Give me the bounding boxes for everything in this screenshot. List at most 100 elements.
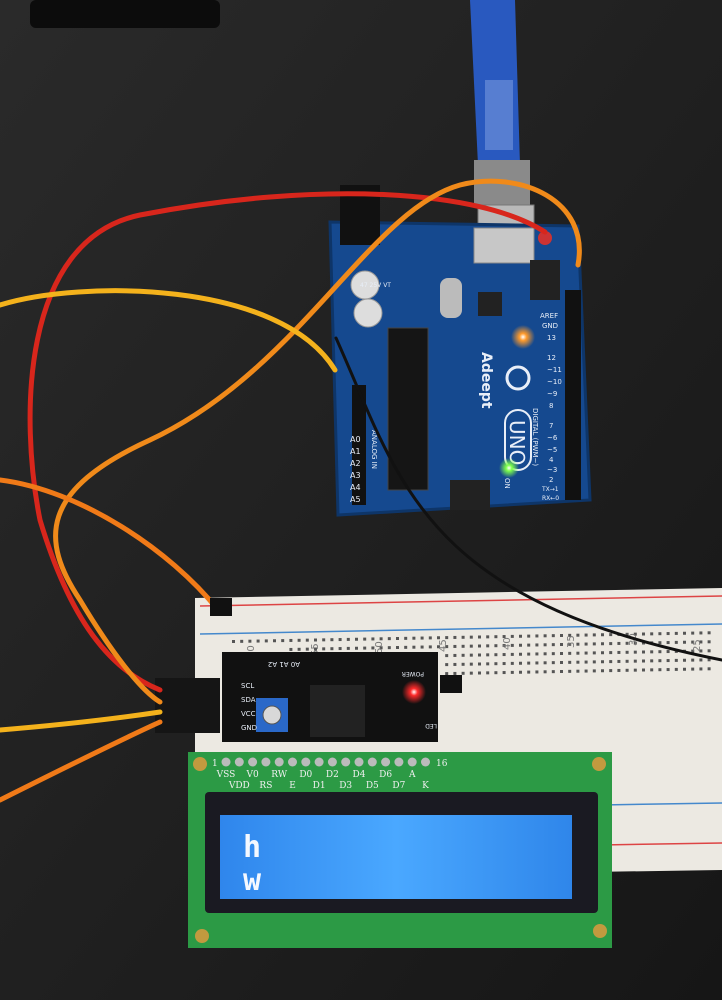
digital-pin-label: ~9 [547, 390, 557, 398]
breadboard-hole [666, 641, 670, 645]
breadboard-hole [519, 634, 522, 638]
breadboard-hole [535, 634, 539, 638]
breadboard-hole [428, 636, 432, 640]
breadboard-hole [527, 670, 531, 674]
breadboard-hole [609, 651, 613, 655]
breadboard-hole [707, 667, 711, 671]
breadboard-hole [469, 671, 473, 675]
breadboard-hole [642, 632, 645, 636]
lcd-header-pin [221, 757, 231, 767]
lcd-pin-label: A [408, 770, 416, 780]
breadboard-hole [478, 653, 481, 657]
lcd-pin-label: D7 [392, 781, 405, 791]
breadboard-hole [568, 642, 572, 646]
breadboard-hole [355, 646, 358, 650]
breadboard-hole [650, 659, 654, 663]
breadboard-hole [568, 660, 572, 664]
breadboard-hole [510, 670, 514, 674]
digital-pin-label: ~3 [547, 466, 557, 474]
breadboard-hole [592, 633, 596, 637]
lcd-pin-label: K [422, 781, 429, 791]
breadboard-hole [691, 667, 695, 671]
lcd-header-pins [221, 757, 430, 767]
digital-pin-label: 2 [549, 476, 553, 484]
breadboard-hole [617, 668, 621, 672]
breadboard-hole [461, 635, 465, 639]
breadboard-hole [568, 633, 572, 637]
breadboard-hole [543, 661, 547, 665]
lcd-pin-label: D1 [313, 781, 326, 791]
breadboard-hole [281, 639, 285, 643]
breadboard-hole [584, 642, 588, 646]
digital-pin-labels: AREF GND 13 12 ~11 ~10 ~9 8 7 ~6 ~5 4 ~3… [540, 312, 562, 502]
digital-pin-label: GND [542, 322, 558, 330]
breadboard-hole [396, 637, 399, 640]
breadboard-hole [551, 670, 555, 674]
breadboard-hole [494, 662, 498, 666]
breadboard-hole [707, 631, 711, 635]
breadboard-hole [461, 662, 465, 666]
lcd-pin-label: VDD [228, 781, 250, 791]
on-label: ON [503, 478, 511, 489]
breadboard-hole [642, 650, 645, 654]
breadboard-hole [404, 636, 408, 640]
breadboard-hole [691, 640, 695, 644]
lcd-header-pin [394, 757, 404, 767]
lcd-header-pin [354, 757, 364, 767]
breadboard-hole [576, 651, 580, 655]
breadboard-hole [379, 637, 383, 641]
breadboard-hole [502, 662, 506, 666]
jumper-wires [0, 178, 722, 803]
breadboard-hole [535, 643, 539, 647]
breadboard-hole [560, 670, 563, 673]
breadboard-hole [330, 638, 334, 642]
adeept-logo [505, 365, 531, 391]
lcd-pin-label: E [289, 781, 296, 791]
column-number: 50 [374, 641, 385, 654]
breadboard-hole [486, 644, 490, 648]
breadboard-hole [412, 636, 416, 640]
digital-pin-label: 13 [547, 334, 556, 342]
lcd-pin-label: D6 [379, 770, 392, 780]
lcd-header-pin [274, 757, 284, 767]
lcd-pin-label: VSS [216, 770, 236, 780]
breadboard-hole [453, 644, 457, 648]
pcf8574-chip [310, 685, 365, 737]
lcd-header-pin [421, 757, 430, 767]
breadboard-hole [519, 652, 522, 656]
power-led-icon [402, 680, 426, 704]
breadboard-hole [404, 645, 408, 649]
analog-pin-label: A0 [350, 435, 361, 444]
breadboard-hole [387, 637, 391, 641]
breadboard-hole [305, 638, 309, 642]
breadboard-hole [601, 633, 604, 637]
breadboard-hole [691, 631, 695, 635]
lcd-line-1: h [243, 830, 261, 865]
breadboard-hole [420, 636, 424, 640]
breadboard-hole [568, 669, 572, 673]
breadboard-hole [650, 632, 654, 636]
breadboard-hole [551, 634, 555, 638]
lcd-header-pin [248, 757, 258, 767]
led-jumper [440, 675, 462, 693]
column-number: 60 [246, 645, 257, 658]
breadboard-hole [510, 652, 514, 656]
breadboard-hole [601, 669, 604, 673]
breadboard-hole [625, 650, 629, 654]
digital-pin-label: 8 [549, 402, 553, 410]
lcd-pin-label: D4 [353, 770, 366, 780]
breadboard-hole [461, 671, 465, 675]
breadboard-hole [707, 649, 711, 653]
breadboard-hole [674, 667, 678, 671]
capacitor-label: 47 25V VT [360, 282, 391, 289]
breadboard-hole [445, 654, 449, 658]
breadboard-hole [642, 668, 645, 672]
breadboard-hole [519, 670, 522, 674]
breadboard-hole [305, 647, 309, 651]
lcd-line-2: w [243, 863, 262, 898]
breadboard-hole [502, 671, 506, 675]
digital-pin-label: 7 [549, 422, 553, 430]
